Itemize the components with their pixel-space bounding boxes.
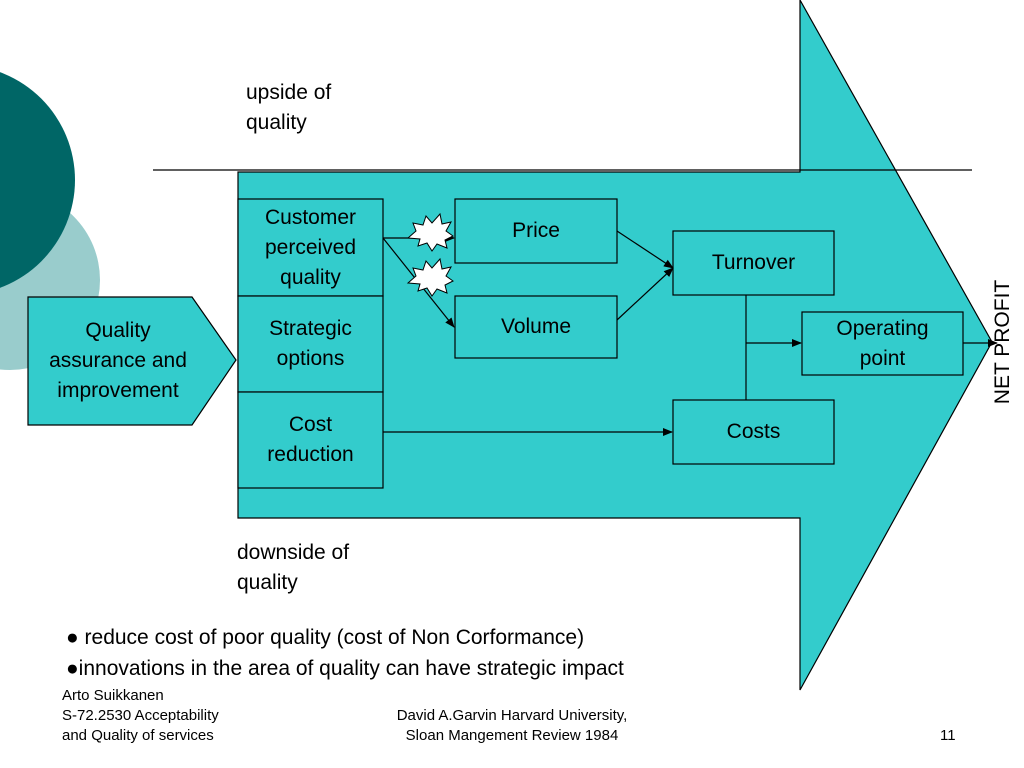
box-line: options xyxy=(276,347,345,370)
footer-line: Arto Suikkanen xyxy=(62,687,164,704)
upside-label-line: quality xyxy=(246,111,307,134)
downside-label: downside of quality xyxy=(237,538,349,598)
page-number: 11 xyxy=(940,727,956,744)
cost-reduction-box: Cost reduction xyxy=(238,392,383,488)
operating-point-box-shape xyxy=(801,311,964,376)
input-box-line: Quality xyxy=(85,319,151,342)
box-line: reduction xyxy=(267,443,354,466)
box-line: Operating xyxy=(836,316,929,340)
upside-label-line: upside of xyxy=(246,81,332,104)
footer-line: S-72.2530 Acceptability xyxy=(62,707,219,724)
upside-label: upside of quality xyxy=(246,78,331,138)
footer-line: David A.Garvin Harvard University, xyxy=(396,707,628,724)
box-line: point xyxy=(859,346,906,370)
input-arrow-shape xyxy=(27,296,237,426)
costs-box: Costs xyxy=(726,420,781,443)
burst-icon xyxy=(406,257,454,297)
operating-point-box: Operating point xyxy=(802,312,963,375)
customer-perceived-quality-box: Customer perceived quality xyxy=(238,199,383,296)
box-line: Cost xyxy=(288,413,333,436)
volume-box: Volume xyxy=(500,315,572,338)
cost-box-shape xyxy=(237,391,384,489)
burst-icon xyxy=(406,212,454,252)
footer-line: and Quality of services xyxy=(62,727,214,744)
footer-line: Sloan Mangement Review 1984 xyxy=(405,727,619,744)
bullet-item: ● reduce cost of poor quality (cost of N… xyxy=(66,626,585,649)
arrow-price-to-turnover xyxy=(616,230,674,269)
box-line: perceived xyxy=(264,235,357,259)
arrow-volume-to-turnover xyxy=(616,267,674,321)
costs-box-shape xyxy=(672,399,835,465)
strategic-options-box: Strategic options xyxy=(238,296,383,392)
footer-source: David A.Garvin Harvard University, Sloan… xyxy=(352,706,672,746)
volume-box-shape xyxy=(454,295,618,359)
quality-assurance-box: Quality assurance and improvement xyxy=(28,297,208,425)
box-line: Strategic xyxy=(269,317,352,340)
footer-author: Arto Suikkanen S-72.2530 Acceptability a… xyxy=(62,686,219,746)
input-box-line: assurance and xyxy=(49,349,187,372)
bullet-item: ●innovations in the area of quality can … xyxy=(66,657,624,680)
decor-circle-dark xyxy=(0,72,75,288)
price-box-shape xyxy=(454,198,618,264)
box-line: quality xyxy=(280,265,341,289)
downside-label-line: quality xyxy=(237,571,298,594)
strategic-box-shape xyxy=(237,295,384,393)
net-profit-label: NET PROFIT xyxy=(991,279,1014,405)
turnover-box-shape xyxy=(672,230,835,296)
input-box-line: improvement xyxy=(57,379,179,402)
box-line: Customer xyxy=(264,205,357,229)
turnover-box: Turnover xyxy=(711,251,796,274)
downside-label-line: downside of xyxy=(237,541,350,564)
price-box: Price xyxy=(512,219,560,242)
